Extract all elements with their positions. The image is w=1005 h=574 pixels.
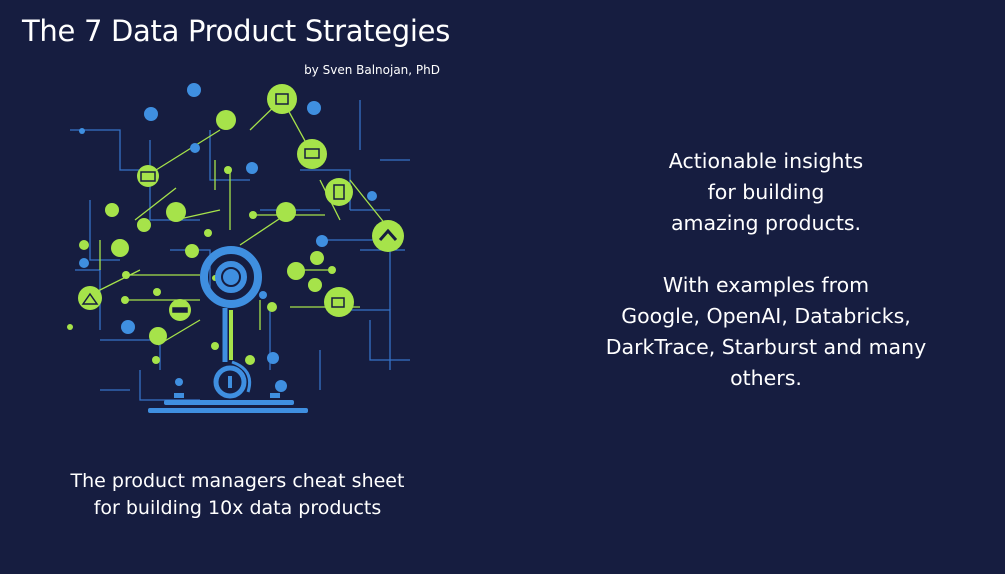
subtitle: The product managers cheat sheet for bui… [40, 468, 435, 522]
subtitle-line: for building 10x data products [93, 497, 382, 519]
pitch-line: With examples from [662, 273, 870, 297]
pitch-line: Actionable insights [668, 149, 864, 173]
author-byline: by Sven Balnojan, PhD [304, 63, 440, 77]
subtitle-line: The product managers cheat sheet [70, 470, 405, 492]
pitch-line: DarkTrace, Starburst and many [605, 335, 927, 359]
pitch-line: others. [730, 366, 802, 390]
page-title: The 7 Data Product Strategies [22, 14, 451, 48]
data-network-tree-icon [60, 70, 420, 430]
pitch-line: Google, OpenAI, Databricks, [621, 304, 911, 328]
pitch-line: for building [707, 180, 825, 204]
pitch-line: amazing products. [670, 211, 862, 235]
pitch-text: Actionable insights for building amazing… [580, 146, 952, 394]
